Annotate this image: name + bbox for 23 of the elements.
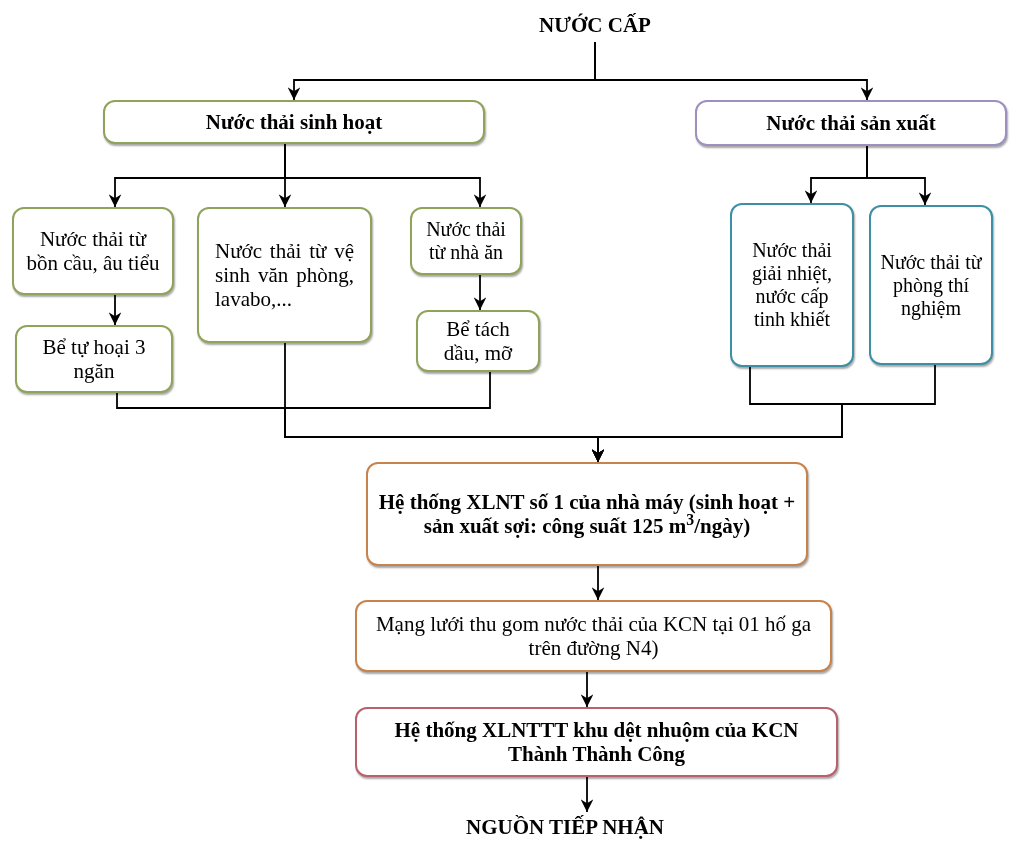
process-box: Mạng lưới thu gom nước thải của KCN tại 01 hố ga trên đường N4) [355,600,832,672]
arrow [580,776,594,813]
source-label: NƯỚC CẤP [480,8,710,42]
receiving-label: NGUỒN TIẾP NHẬN [390,812,740,842]
arrow [284,143,487,208]
arrow [866,145,932,206]
arrow [580,671,594,708]
arrow [108,294,122,326]
arrow [473,274,487,311]
arrow [591,364,936,463]
process-box: Hệ thống XLNTTT khu dệt nhuộm của KCN Thành Thành Công [355,707,838,777]
process-box: Hệ thống XLNT số 1 của nhà máy (sinh hoạt + sản xuất sợi: công suất 125 m$^{3}$/ngày) [366,462,808,566]
process-box: Nước thải sản xuất [695,100,1007,146]
process-box: Nước thải từ vệ sinh văn phòng, lavabo,... [197,207,372,343]
process-box: Nước thải giải nhiệt, nước cấp tinh khiết [730,203,854,367]
process-box: Bể tách dầu, mỡ [416,310,540,372]
process-box: Bể tự hoại 3 ngăn [15,325,173,393]
process-box: Nước thải từ phòng thí nghiệm [869,205,993,365]
arrow [594,41,874,101]
process-box: Nước thải từ nhà ăn [410,207,522,275]
arrow [591,565,605,601]
process-box: Nước thải từ bồn cầu, âu tiểu [12,207,174,295]
process-box: Nước thải sinh hoạt [103,100,485,144]
